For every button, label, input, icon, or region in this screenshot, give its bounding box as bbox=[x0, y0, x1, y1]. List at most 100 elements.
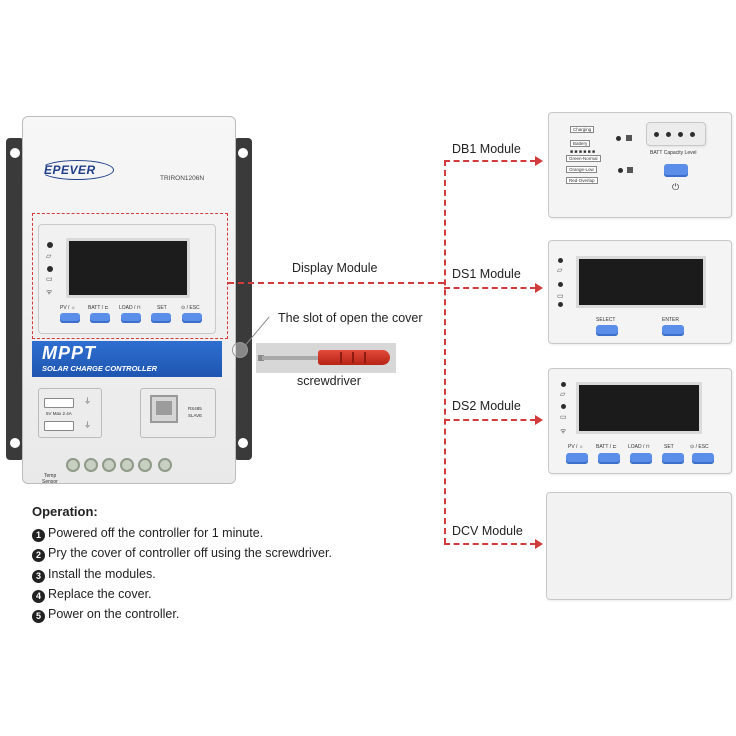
charging-led bbox=[616, 136, 621, 141]
ds1-enter-button[interactable] bbox=[662, 325, 684, 336]
usb-icon: ⏚ bbox=[84, 398, 91, 405]
key-label: PV / ☼ bbox=[568, 444, 584, 450]
battery-bar-dots: ■ ■ ■ ■ ■ ■ bbox=[570, 149, 596, 155]
ds2-esc-key[interactable] bbox=[692, 453, 714, 464]
usb-port[interactable] bbox=[44, 398, 74, 408]
display-module-connector bbox=[228, 282, 444, 284]
ds2-connector bbox=[444, 419, 536, 421]
ds1-select-button[interactable] bbox=[596, 325, 618, 336]
step-number: 3 bbox=[32, 570, 45, 583]
mounting-hole bbox=[10, 148, 20, 158]
status-led bbox=[47, 242, 53, 248]
ds2-module-label: DS2 Module bbox=[452, 399, 521, 413]
key-label: LOAD / ⊓ bbox=[119, 305, 141, 311]
key-label: BATT / ⊏ bbox=[596, 444, 617, 450]
ds2-batt-key[interactable] bbox=[598, 453, 620, 464]
ds1-module-label: DS1 Module bbox=[452, 267, 521, 281]
wifi-indicator-icon: ᯤ bbox=[46, 289, 53, 296]
dcv-connector bbox=[444, 543, 536, 545]
set-key[interactable] bbox=[151, 313, 171, 323]
battery-indicator-icon: ▭ bbox=[46, 276, 53, 283]
left-mounting-bracket bbox=[6, 138, 24, 460]
screwdriver-shaft bbox=[262, 356, 322, 360]
key-label: LOAD / ⊓ bbox=[628, 444, 650, 450]
temp-sensor-label: Temp bbox=[44, 473, 57, 479]
cover-slot-marker bbox=[232, 342, 248, 358]
screwdriver-handle bbox=[318, 350, 390, 365]
ds1-enter-label: ENTER bbox=[662, 317, 679, 323]
status-led bbox=[618, 168, 623, 173]
status-led bbox=[561, 404, 566, 409]
terminal-screw bbox=[66, 458, 80, 472]
ds1-lcd-screen bbox=[576, 256, 706, 308]
pv-indicator-icon: ▱ bbox=[557, 267, 563, 274]
mppt-banner bbox=[32, 341, 222, 377]
ds1-arrow-icon bbox=[535, 283, 543, 293]
screwdriver-label: screwdriver bbox=[297, 374, 361, 388]
mppt-title: MPPT bbox=[42, 343, 97, 363]
ds2-set-key[interactable] bbox=[662, 453, 684, 464]
display-module-highlight bbox=[32, 213, 228, 339]
brand-logo: EPEVER bbox=[44, 163, 96, 177]
db1-arrow-icon bbox=[535, 156, 543, 166]
esc-key[interactable] bbox=[182, 313, 202, 323]
handle-grip bbox=[364, 352, 366, 363]
ds2-arrow-icon bbox=[535, 415, 543, 425]
right-mounting-bracket bbox=[234, 138, 252, 460]
usb-port[interactable] bbox=[44, 421, 74, 431]
load-key[interactable] bbox=[121, 313, 141, 323]
batt-key[interactable] bbox=[90, 313, 110, 323]
step-text: Power on the controller. bbox=[48, 607, 180, 621]
brand-logo-ring bbox=[40, 160, 114, 180]
screwdriver-tip bbox=[258, 355, 264, 361]
mppt-subtitle: SOLAR CHARGE CONTROLLER bbox=[42, 364, 157, 373]
ds2-load-key[interactable] bbox=[630, 453, 652, 464]
step-text: Replace the cover. bbox=[48, 587, 152, 601]
step-text: Powered off the controller for 1 minute. bbox=[48, 526, 264, 540]
status-led bbox=[561, 382, 566, 387]
display-module-label: Display Module bbox=[292, 261, 378, 275]
handle-grip bbox=[352, 352, 354, 363]
key-label: BATT / ⊏ bbox=[88, 305, 109, 311]
pv-key[interactable] bbox=[60, 313, 80, 323]
dcv-module bbox=[546, 492, 732, 600]
slot-label: The slot of open the cover bbox=[278, 311, 423, 325]
capacity-led bbox=[654, 132, 659, 137]
step-number: 2 bbox=[32, 549, 45, 562]
temp-sensor-label: Sensor bbox=[42, 479, 58, 485]
module-trunk-line bbox=[444, 160, 446, 544]
key-label: ⊙ / ESC bbox=[181, 305, 200, 311]
db1-capacity-label: BATT Capacity Level bbox=[650, 150, 697, 156]
usb-rating: 5V Max 2.4A bbox=[46, 411, 72, 416]
db1-power-button[interactable] bbox=[664, 164, 688, 177]
db1-connector bbox=[444, 160, 536, 162]
key-label: PV / ☼ bbox=[60, 305, 76, 311]
ds2-pv-key[interactable] bbox=[566, 453, 588, 464]
status-led bbox=[47, 266, 53, 272]
controller-lcd-screen bbox=[66, 238, 190, 298]
key-label: ⊙ / ESC bbox=[690, 444, 709, 450]
operation-title: Operation: bbox=[32, 504, 98, 519]
pv-indicator-icon: ▱ bbox=[46, 253, 52, 260]
db1-status-red: Red-Overlap bbox=[566, 177, 598, 184]
step-number: 5 bbox=[32, 610, 45, 623]
usb-icon: ⏚ bbox=[84, 422, 91, 429]
status-led bbox=[558, 282, 563, 287]
key-label: SET bbox=[664, 444, 674, 450]
model-number: TRIRON1206N bbox=[160, 175, 205, 182]
capacity-led bbox=[666, 132, 671, 137]
mounting-hole bbox=[238, 438, 248, 448]
rj45-port-inner bbox=[156, 401, 172, 415]
rj45-label: SLAVE bbox=[188, 413, 203, 418]
status-indicator bbox=[627, 167, 633, 173]
capacity-led bbox=[690, 132, 695, 137]
db1-status-orange: Orange-Low bbox=[566, 166, 597, 173]
db1-status-green: Green-Normal bbox=[566, 155, 601, 162]
ds1-select-label: SELECT bbox=[596, 317, 616, 323]
terminal-screw bbox=[138, 458, 152, 472]
rj45-label: RS485 bbox=[188, 406, 202, 411]
